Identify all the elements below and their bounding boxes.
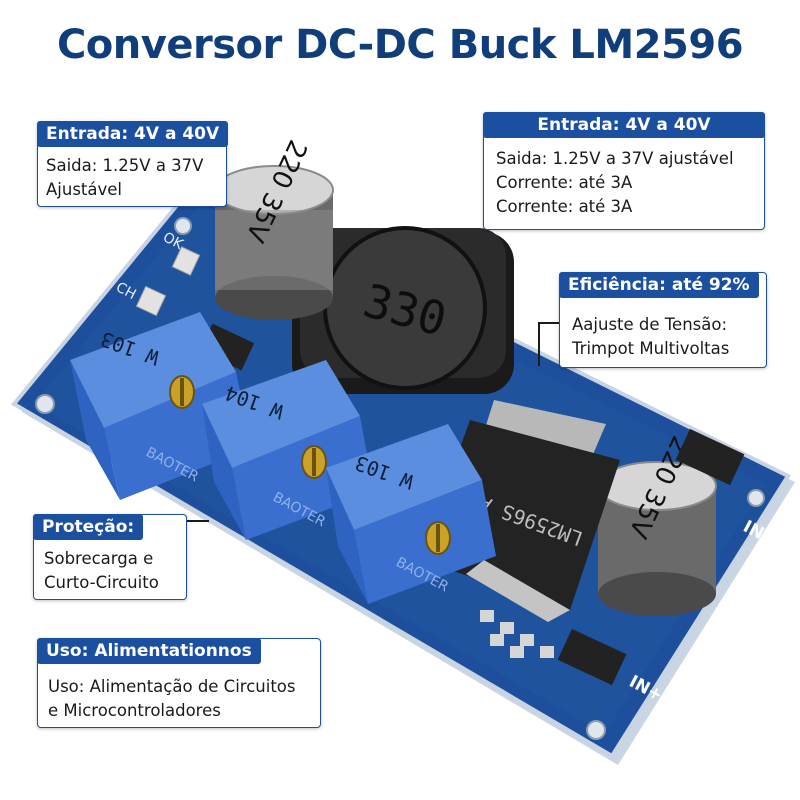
callout-input-left-body: Saida: 1.25V a 37V Ajustável xyxy=(46,154,203,202)
callout-input-left: Entrada: 4V a 40V Saida: 1.25V a 37V Aju… xyxy=(37,121,229,207)
callout-line: Curto-Circuito xyxy=(44,573,159,592)
callout-usage-heading: Uso: Alimentationnos xyxy=(37,638,261,664)
page-title: Conversor DC-DC Buck LM2596 xyxy=(56,22,744,68)
callout-line: Ajustável xyxy=(46,180,123,199)
callout-pointer xyxy=(185,520,209,522)
callout-line: Corrente: até 3A xyxy=(496,173,633,192)
smd-diode xyxy=(557,628,627,686)
led-ch xyxy=(135,285,167,317)
callout-efficiency-heading: Eficiência: até 92% xyxy=(559,272,759,298)
capacitor-left: 220 35V xyxy=(214,135,334,320)
trimpot-2: W 104 BAOTER xyxy=(202,360,374,540)
callout-pointer xyxy=(538,322,540,366)
trimpot-3: W 103 BAOTER xyxy=(326,424,496,604)
callout-input-left-heading: Entrada: 4V a 40V xyxy=(37,121,229,147)
callout-line: Saida: 1.25V a 37V xyxy=(46,156,204,175)
callout-line: Corrente: até 3A xyxy=(496,197,633,216)
callout-input-right-heading: Entrada: 4V a 40V xyxy=(483,112,765,138)
callout-line: Sobrecarga e xyxy=(44,549,154,568)
mount-hole xyxy=(174,217,192,235)
mount-hole xyxy=(586,720,606,740)
callout-line: Trimpot Multivoltas xyxy=(572,339,730,358)
callout-line: Uso: Alimentação de Circuitos xyxy=(48,677,296,696)
callout-line: Saida: 1.25V a 37V ajustável xyxy=(496,149,734,168)
callout-protection-heading: Proteção: xyxy=(33,514,144,540)
callout-input-right: Entrada: 4V a 40V Saida: 1.25V a 37V aju… xyxy=(483,112,765,230)
solder-pads xyxy=(480,610,554,658)
callout-usage: Uso: Alimentationnos Uso: Alimentação de… xyxy=(37,638,321,728)
callout-protection: Proteção: Sobrecarga e Curto-Circuito xyxy=(33,514,187,600)
callout-protection-body: Sobrecarga e Curto-Circuito xyxy=(44,547,159,595)
callout-efficiency: Eficiência: até 92% Aajuste de Tensão: T… xyxy=(559,272,767,368)
callout-line: e Microcontroladores xyxy=(48,701,221,720)
callout-input-right-body: Saida: 1.25V a 37V ajustável Corrente: a… xyxy=(496,147,734,219)
callout-pointer xyxy=(538,322,560,324)
led-ok xyxy=(171,246,201,276)
callout-usage-body: Uso: Alimentação de Circuitos e Microcon… xyxy=(48,675,295,723)
mount-hole xyxy=(35,394,55,414)
mount-hole xyxy=(747,489,765,507)
callout-line: Aajuste de Tensão: xyxy=(572,315,728,334)
callout-efficiency-body: Aajuste de Tensão: Trimpot Multivoltas xyxy=(572,313,729,361)
inductor: 330 xyxy=(292,226,514,394)
diode xyxy=(675,428,745,486)
